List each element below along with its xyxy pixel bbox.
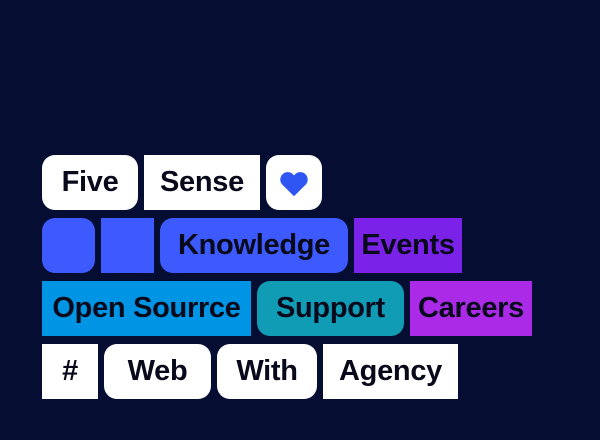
tag-chip-support[interactable]: Support <box>257 281 404 336</box>
tag-chip-blank[interactable] <box>42 218 95 273</box>
tag-chip-web[interactable]: Web <box>104 344 211 399</box>
tag-chip-heart-icon[interactable] <box>266 155 322 210</box>
tag-chip-with[interactable]: With <box>217 344 317 399</box>
tag-chip-sense[interactable]: Sense <box>144 155 260 210</box>
tag-chip-agency[interactable]: Agency <box>323 344 458 399</box>
tag-chip-knowledge[interactable]: Knowledge <box>160 218 348 273</box>
tag-chip-five[interactable]: Five <box>42 155 138 210</box>
tag-chip-events[interactable]: Events <box>354 218 462 273</box>
tag-chip-blank[interactable] <box>101 218 154 273</box>
heart-icon <box>279 169 309 197</box>
tag-chip-open-sourrce[interactable]: Open Sourrce <box>42 281 251 336</box>
tag-chip-blank[interactable]: # <box>42 344 98 399</box>
tag-chip-careers[interactable]: Careers <box>410 281 532 336</box>
